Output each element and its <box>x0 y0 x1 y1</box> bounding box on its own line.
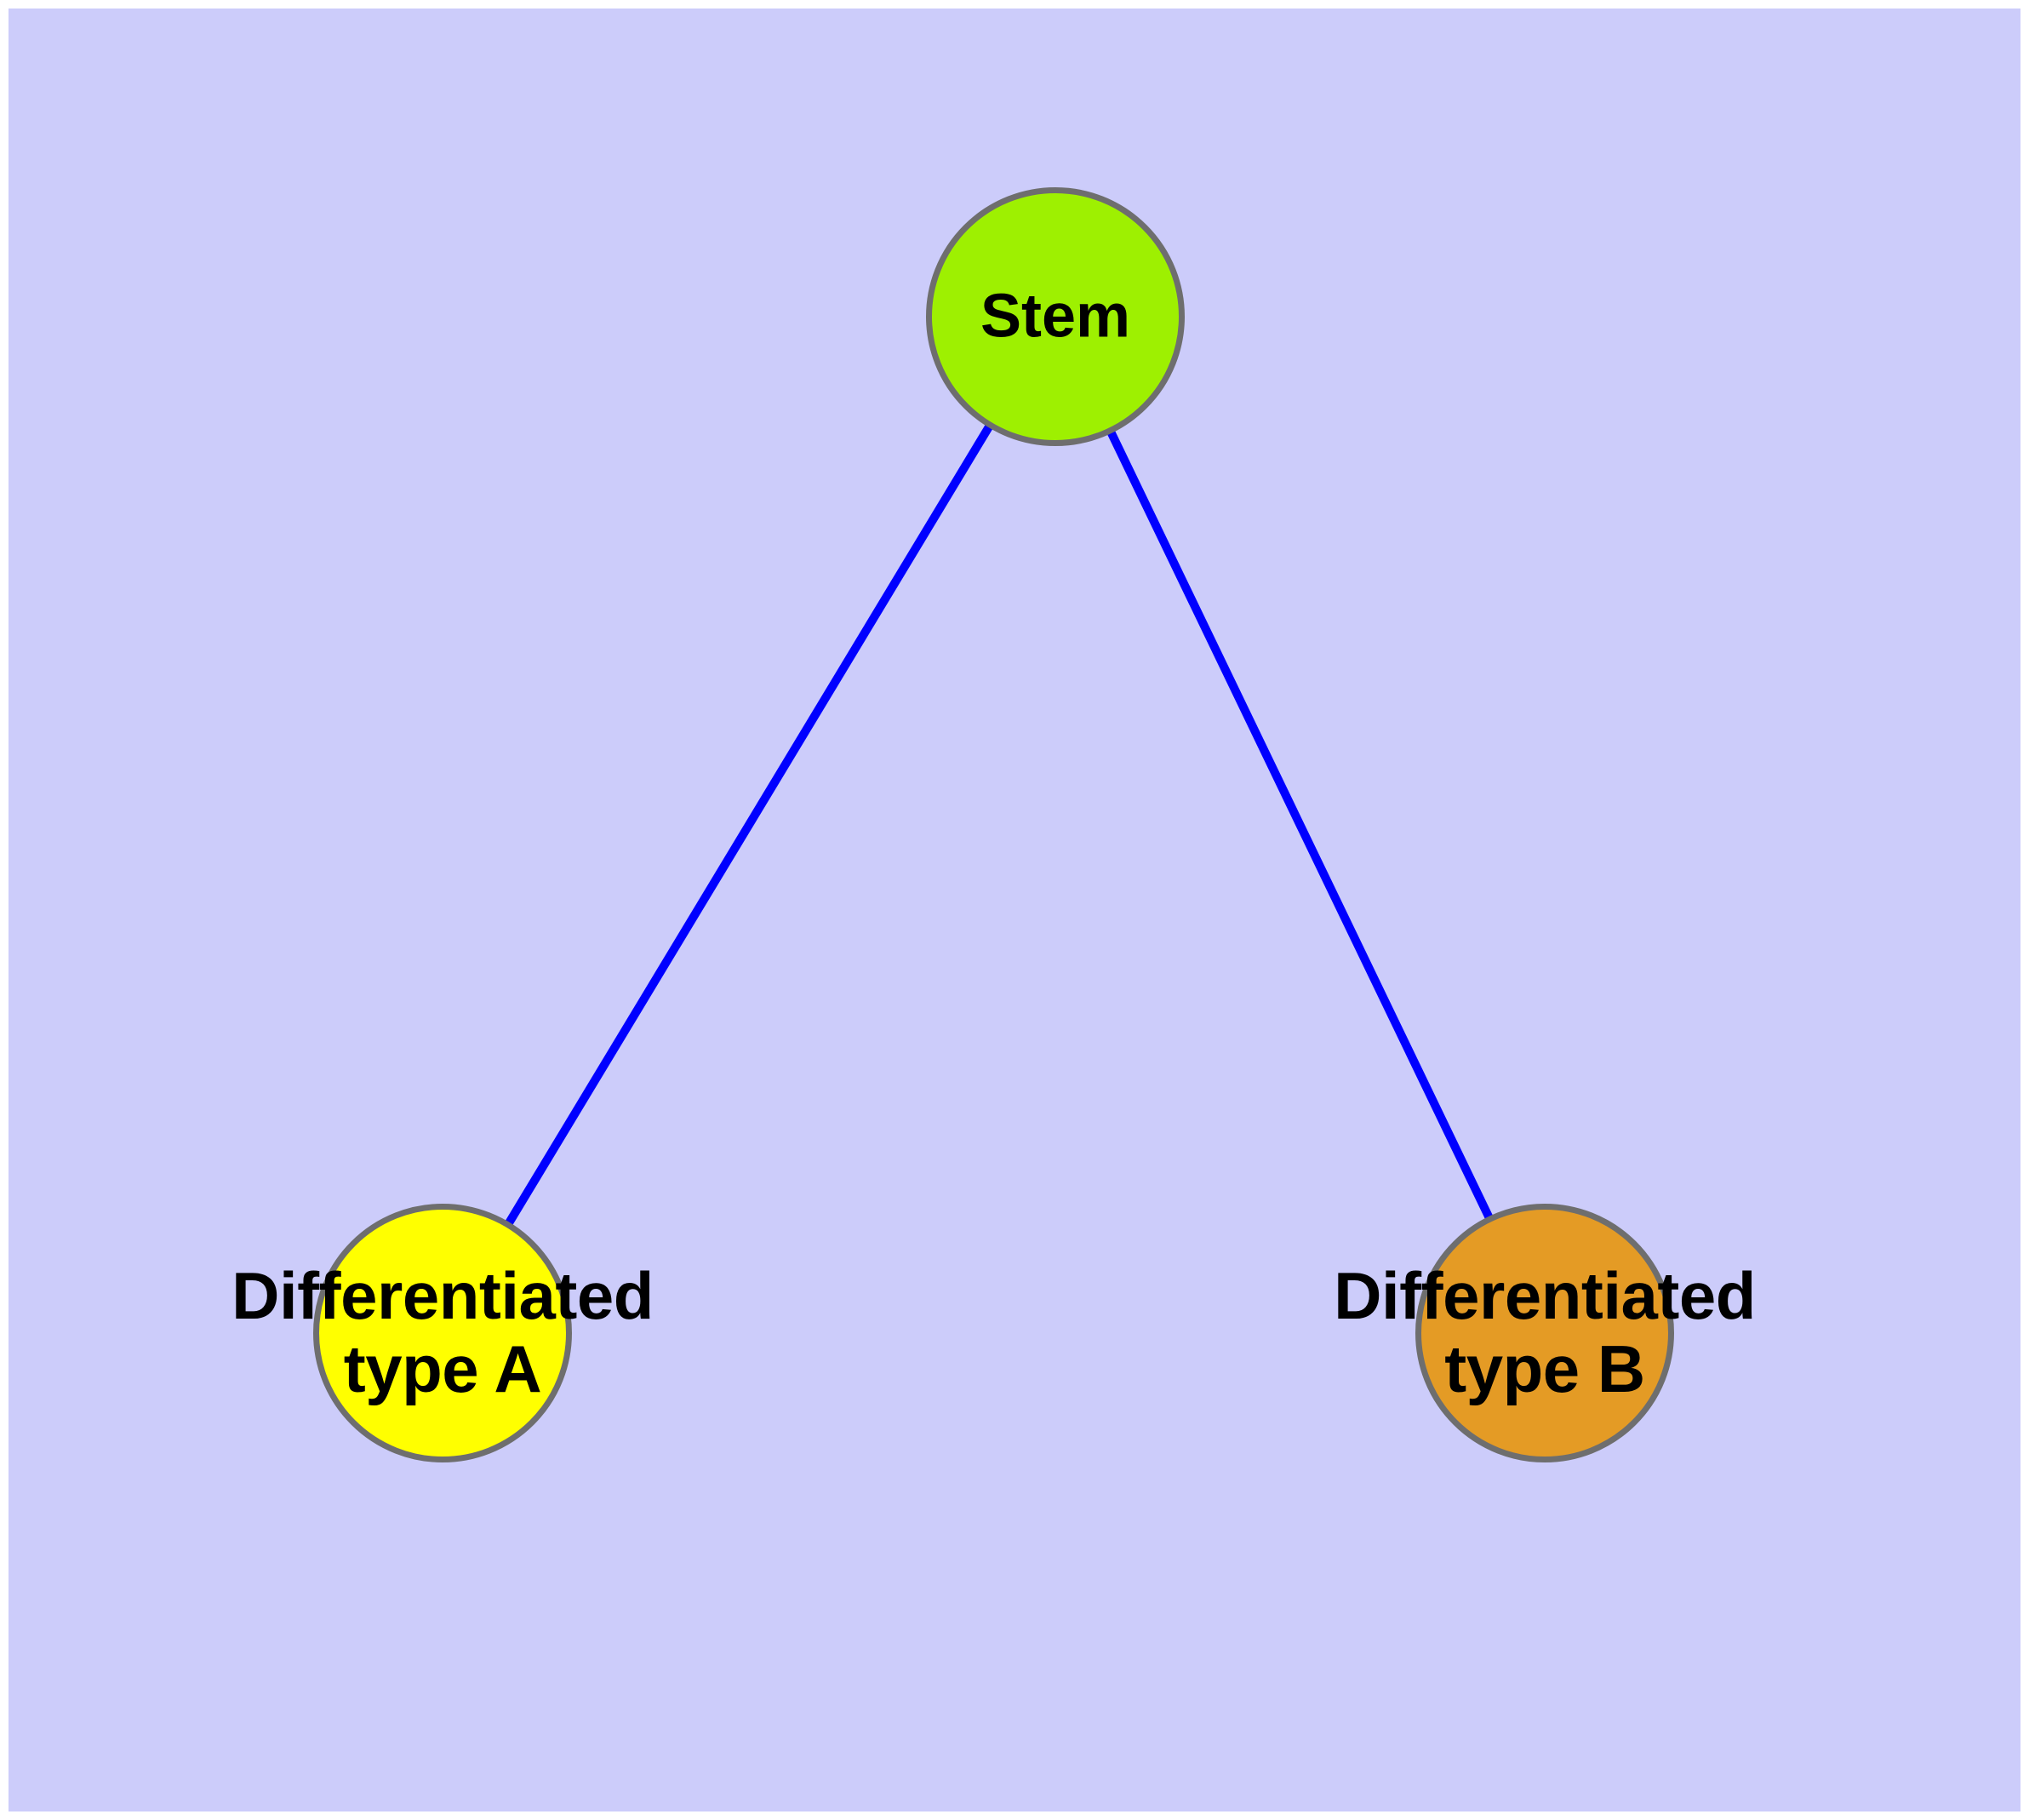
edge-stem-to-differentiated-type-b <box>1051 314 1549 1336</box>
node-differentiated-type-a-label-line-2: type A <box>343 1331 542 1406</box>
node-stem-label: Stem <box>980 282 1131 351</box>
node-differentiated-type-b-label-line-2: type B <box>1444 1331 1645 1406</box>
edge-stem-to-differentiated-type-a <box>438 314 1060 1336</box>
node-stem[interactable]: Stem <box>926 187 1185 446</box>
